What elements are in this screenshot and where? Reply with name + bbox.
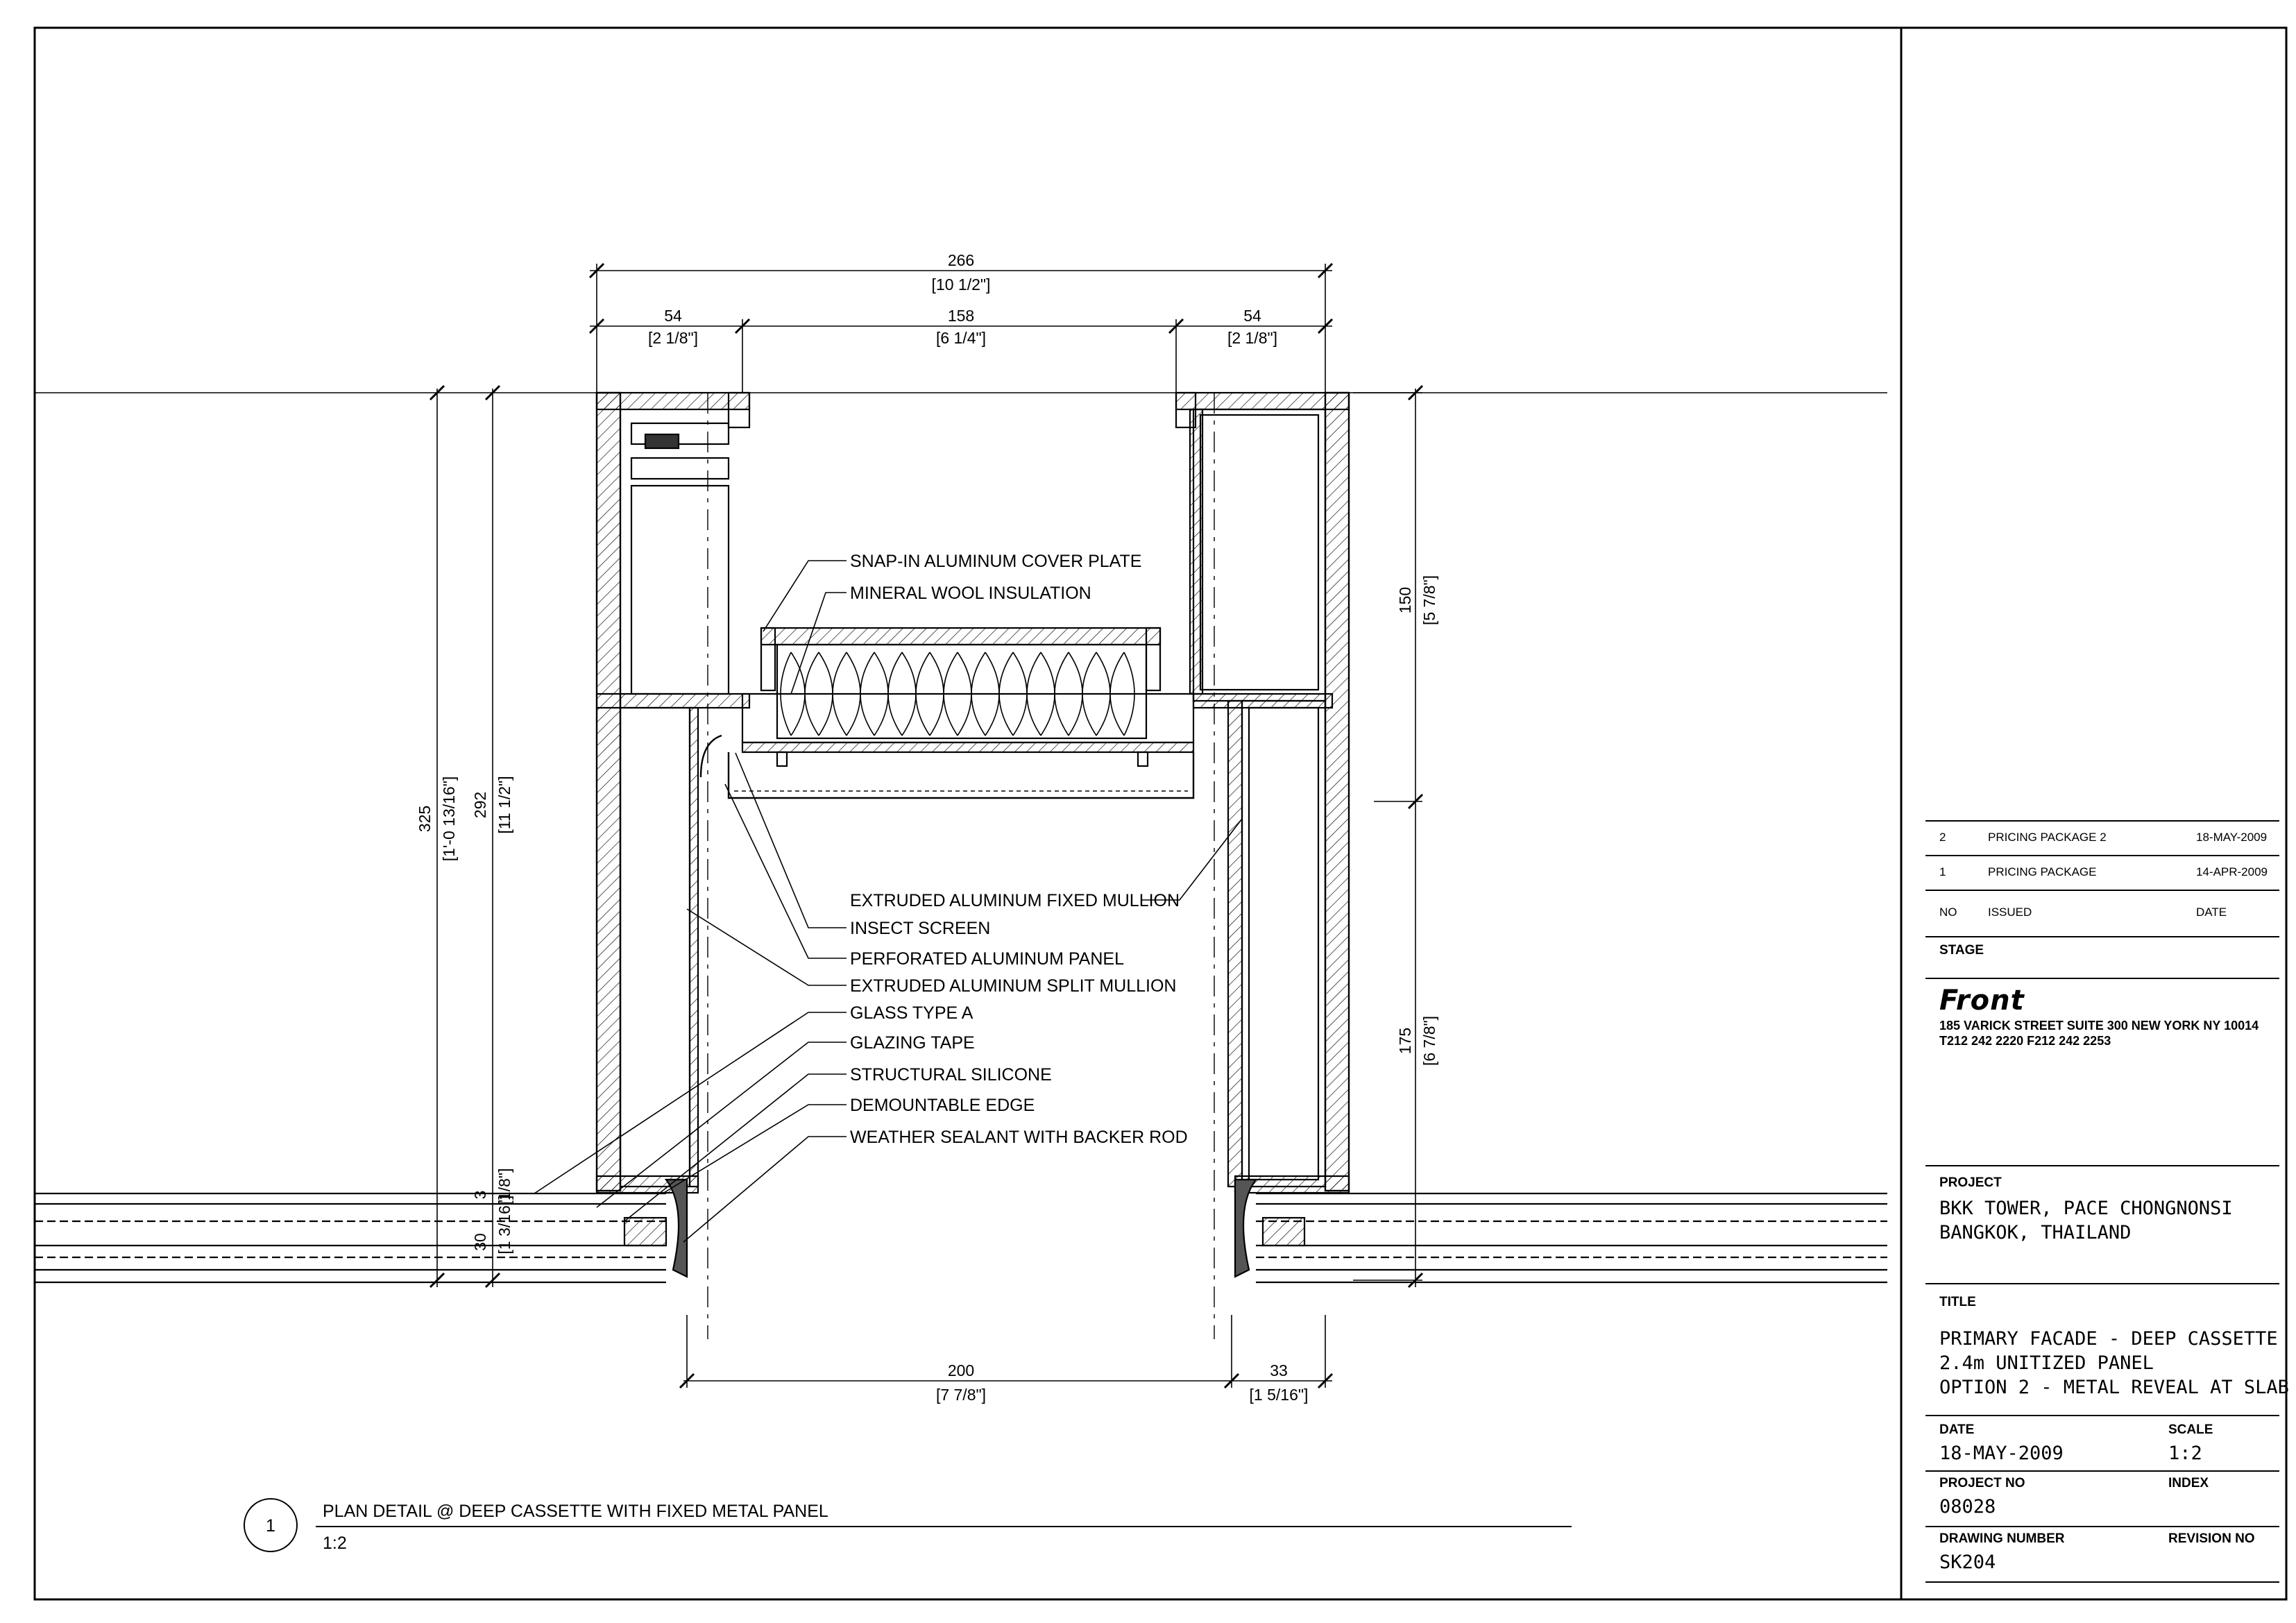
dim-upper-right-in: [5 7/8"] [1420,575,1438,625]
scale-label: SCALE [2168,1422,2213,1437]
title-line-2: 2.4m UNITIZED PANEL [1939,1352,2154,1374]
leader-lines [534,560,1243,1243]
dim-glass-in: [1 3/16"] [495,1196,513,1255]
detail-title: PLAN DETAIL @ DEEP CASSETTE WITH FIXED M… [323,1502,828,1521]
dim-small-mm: 3 [471,1191,489,1200]
title-block-text: 2 PRICING PACKAGE 2 18-MAY-2009 1 PRICIN… [1939,831,2289,1573]
detail-number: 1 [266,1516,275,1536]
dim-center-in: [6 1/4"] [936,329,986,347]
firm-address: 185 VARICK STREET SUITE 300 NEW YORK NY … [1939,1019,2259,1033]
dim-bottom-span-in: [7 7/8"] [936,1386,986,1404]
label-structural-silicone: STRUCTURAL SILICONE [850,1065,1052,1085]
title-block [1900,28,2279,1599]
dim-right-flange-in: [2 1/8"] [1227,329,1277,347]
date-label: DATE [1939,1422,1974,1437]
dim-overall-depth-in: [1'-0 13/16"] [440,776,458,862]
dim-center-mm: 158 [948,307,974,325]
dim-left-flange-in: [2 1/8"] [648,329,698,347]
rev-header-issue: ISSUED [1988,906,2032,919]
project-no-label: PROJECT NO [1939,1476,2025,1490]
dim-overall-mm: 266 [948,251,974,269]
split-mullion-left [595,391,751,1194]
scale-value: 1:2 [2168,1443,2202,1464]
sheet-border [33,26,2288,1601]
annotation-labels: SNAP-IN ALUMINUM COVER PLATE MINERAL WOO… [850,552,1188,1147]
firm-logo: Front [1939,985,2025,1017]
dim-bottom-span-mm: 200 [948,1361,974,1379]
rev-header-date: DATE [2196,906,2227,919]
project-no-value: 08028 [1939,1496,1996,1518]
project-line-2: BANGKOK, THAILAND [1939,1222,2131,1243]
dim-mullion-depth-mm: 292 [471,792,489,818]
label-demountable-edge: DEMOUNTABLE EDGE [850,1096,1035,1115]
dim-mullion-depth-in: [11 1/2"] [495,776,513,833]
dim-upper-right-mm: 150 [1396,587,1414,613]
index-label: INDEX [2168,1476,2209,1490]
project-line-1: BKK TOWER, PACE CHONGNONSI [1939,1198,2233,1219]
detail-scale: 1:2 [323,1533,347,1553]
stage-label: STAGE [1939,943,1984,958]
fixed-mullion-right [1175,391,1350,1194]
dim-bottom-edge-in: [1 5/16"] [1250,1386,1309,1404]
project-label: PROJECT [1939,1175,2002,1190]
dim-lower-right-mm: 175 [1396,1028,1414,1054]
label-cover-plate: SNAP-IN ALUMINUM COVER PLATE [850,552,1141,571]
label-split-mullion: EXTRUDED ALUMINUM SPLIT MULLION [850,976,1176,996]
label-mineral-wool: MINERAL WOOL INSULATION [850,584,1091,603]
date-value: 18-MAY-2009 [1939,1443,2064,1464]
title-line-3: OPTION 2 - METAL REVEAL AT SLAB [1939,1377,2289,1398]
label-fixed-mullion: EXTRUDED ALUMINUM FIXED MULLION [850,891,1180,910]
rev-1-no: 1 [1939,865,1946,878]
revision-no-label: REVISION NO [2168,1531,2255,1546]
title-label: TITLE [1939,1295,1976,1309]
dimension-geometry [429,262,1424,1389]
label-insect-screen: INSECT SCREEN [850,919,990,938]
label-glazing-tape: GLAZING TAPE [850,1033,975,1053]
label-weather-sealant: WEATHER SEALANT WITH BACKER ROD [850,1128,1188,1147]
dim-glass-mm: 30 [471,1233,489,1251]
dim-right-flange-mm: 54 [1243,307,1261,325]
drawing-number-label: DRAWING NUMBER [1939,1531,2065,1546]
plan-detail-drawing [35,262,1887,1389]
dimension-labels: 266 [10 1/2"] 54 [2 1/8"] 158 [6 1/4"] 5… [416,251,1438,1404]
rev-1-issue: PRICING PACKAGE [1988,865,2097,878]
drawing-number-value: SK204 [1939,1552,1996,1573]
rev-2-no: 2 [1939,831,1946,844]
rev-2-issue: PRICING PACKAGE 2 [1988,831,2107,844]
detail-number-bubble [244,1498,298,1552]
firm-phone: T212 242 2220 F212 242 2253 [1939,1034,2111,1048]
rev-2-date: 18-MAY-2009 [2196,831,2267,844]
rev-1-date: 14-APR-2009 [2196,865,2268,878]
label-perforated-panel: PERFORATED ALUMINUM PANEL [850,949,1124,969]
label-glass-type: GLASS TYPE A [850,1003,973,1023]
dim-overall-depth-mm: 325 [416,806,434,832]
dim-left-flange-mm: 54 [664,307,682,325]
cover-plate-and-insulation [699,627,1195,799]
glass-left [35,1178,688,1284]
title-line-1: PRIMARY FACADE - DEEP CASSETTE [1939,1328,2278,1350]
dim-bottom-edge-mm: 33 [1270,1361,1288,1379]
rev-header-no: NO [1939,906,1957,919]
dim-small-in: [1/8"] [495,1169,513,1205]
detail-caption: 1 PLAN DETAIL @ DEEP CASSETTE WITH FIXED… [244,1498,1572,1553]
glass-right [1234,1178,1887,1284]
dim-overall-in: [10 1/2"] [932,275,991,294]
dim-lower-right-in: [6 7/8"] [1420,1016,1438,1066]
